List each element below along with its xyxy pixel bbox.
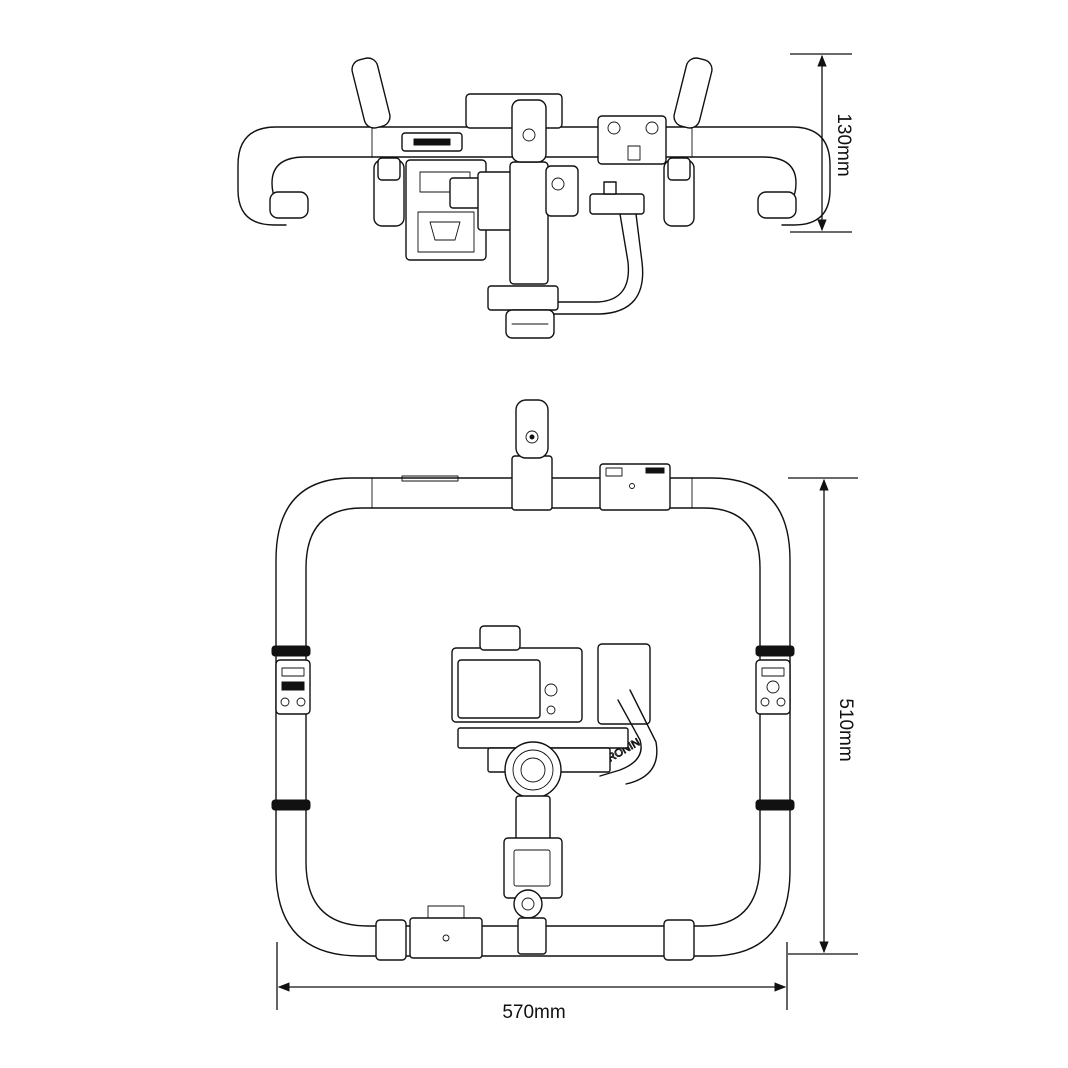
depth-dimension: 130mm xyxy=(790,53,854,233)
width-label: 570mm xyxy=(502,1002,565,1023)
width-dimension: 570mm xyxy=(276,942,788,1023)
front-view: RONIN xyxy=(271,399,795,961)
depth-label: 130mm xyxy=(833,113,854,176)
height-label: 510mm xyxy=(835,698,856,761)
top-view xyxy=(237,57,831,339)
height-dimension: 510mm xyxy=(788,477,858,955)
